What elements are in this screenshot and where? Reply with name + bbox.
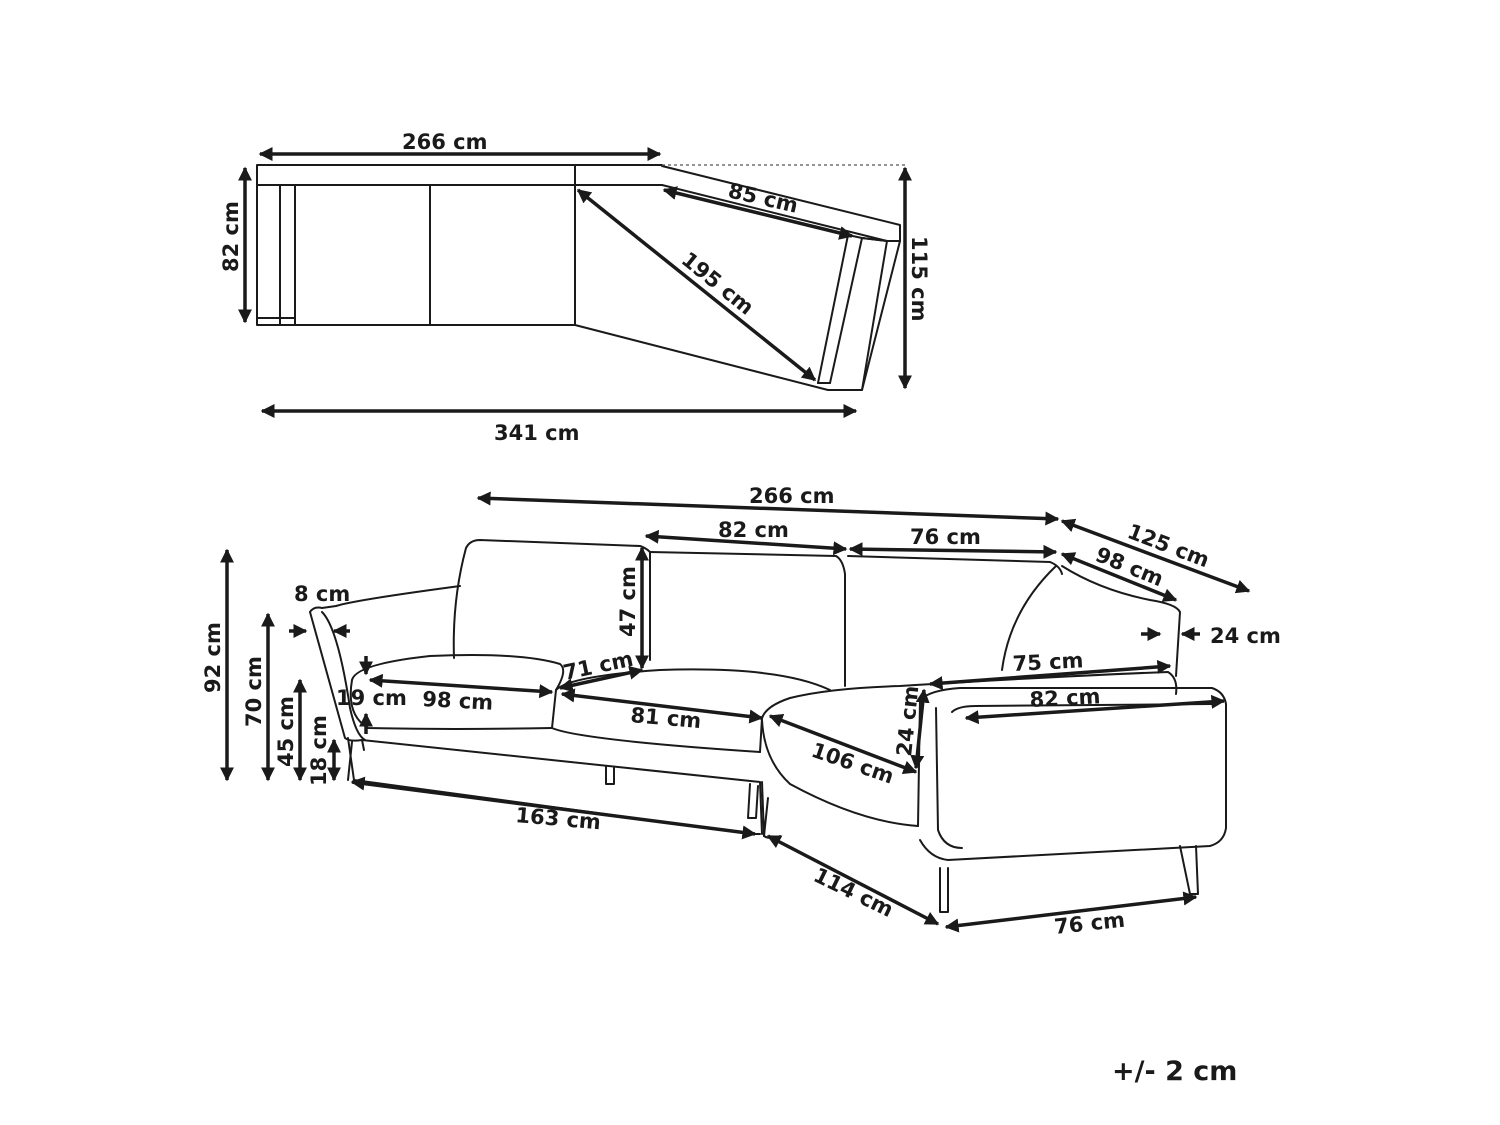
label-front-75: 75 cm bbox=[1012, 648, 1084, 676]
label-front-8: 8 cm bbox=[294, 582, 350, 606]
label-top-82: 82 cm bbox=[219, 201, 243, 272]
dim-front-98-seat bbox=[368, 673, 554, 699]
label-front-76-top: 76 cm bbox=[910, 525, 981, 549]
dim-front-266 bbox=[476, 491, 1060, 526]
label-front-163: 163 cm bbox=[515, 803, 602, 834]
dim-front-82-chaise bbox=[964, 694, 1226, 725]
top-view-sofa-outline bbox=[256, 164, 901, 391]
label-top-266: 266 cm bbox=[402, 130, 487, 154]
dim-front-76-top bbox=[848, 542, 1058, 559]
front-view: 266 cm 82 cm 76 cm 125 cm 98 cm 8 cm 24 … bbox=[201, 484, 1281, 939]
label-front-266: 266 cm bbox=[749, 484, 834, 508]
label-top-341: 341 cm bbox=[494, 421, 579, 445]
label-front-82-chaise: 82 cm bbox=[1029, 684, 1101, 712]
label-front-92: 92 cm bbox=[201, 622, 225, 693]
dim-front-75 bbox=[928, 659, 1172, 691]
label-top-195: 195 cm bbox=[677, 247, 759, 319]
dim-front-76-base bbox=[944, 891, 1198, 933]
dim-front-81 bbox=[560, 688, 764, 724]
label-front-82: 82 cm bbox=[718, 518, 789, 542]
label-front-106: 106 cm bbox=[808, 738, 897, 789]
dim-front-163 bbox=[350, 776, 757, 840]
front-view-sofa-outline bbox=[309, 539, 1227, 913]
dim-front-24-chaise bbox=[910, 688, 930, 770]
dim-front-106 bbox=[768, 713, 918, 775]
label-top-85: 85 cm bbox=[726, 178, 800, 217]
label-front-45: 45 cm bbox=[274, 696, 298, 767]
dim-front-98-corner bbox=[1060, 552, 1178, 602]
label-front-19: 19 cm bbox=[336, 686, 407, 710]
label-front-81: 81 cm bbox=[630, 703, 703, 733]
label-front-47: 47 cm bbox=[616, 566, 640, 637]
label-front-18: 18 cm bbox=[307, 715, 331, 786]
top-view: 266 cm 82 cm 85 cm 195 cm 115 cm 341 cm bbox=[219, 130, 931, 445]
label-front-24-right: 24 cm bbox=[1210, 624, 1281, 648]
dim-front-71 bbox=[558, 665, 644, 693]
dim-front-114 bbox=[766, 834, 940, 926]
dim-front-82 bbox=[644, 529, 848, 556]
label-front-70: 70 cm bbox=[242, 656, 266, 727]
label-front-98-seat: 98 cm bbox=[422, 687, 494, 715]
tolerance-note: +/- 2 cm bbox=[1112, 1056, 1238, 1087]
label-front-114: 114 cm bbox=[810, 863, 897, 922]
dim-top-195 bbox=[576, 188, 817, 382]
label-top-115: 115 cm bbox=[907, 236, 931, 321]
